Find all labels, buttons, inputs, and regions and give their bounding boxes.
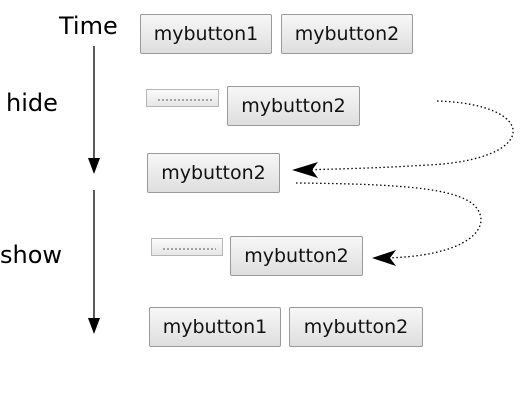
time-axis-arrowhead-lower [88, 318, 100, 334]
row1-mybutton2-button[interactable]: mybutton2 [281, 14, 413, 54]
move-curve-hide [297, 100, 514, 171]
row1-mybutton1-button[interactable]: mybutton1 [140, 14, 272, 54]
show-label: show [0, 241, 63, 269]
row5-mybutton2-button[interactable]: mybutton2 [289, 307, 423, 347]
time-label: Time [59, 12, 118, 40]
move-arrowhead-show [372, 250, 396, 266]
move-arrowhead-hide [292, 162, 318, 178]
row5-mybutton1-button[interactable]: mybutton1 [149, 307, 281, 347]
row2-mybutton2-button[interactable]: mybutton2 [227, 86, 360, 126]
collapsed-button-placeholder [146, 89, 219, 107]
expanding-button-placeholder [151, 238, 223, 256]
time-axis-arrowhead-upper [88, 158, 100, 174]
row3-mybutton2-button[interactable]: mybutton2 [147, 153, 280, 193]
move-curve-show [295, 182, 482, 259]
hide-label: hide [6, 89, 58, 117]
row4-mybutton2-button[interactable]: mybutton2 [230, 236, 363, 276]
